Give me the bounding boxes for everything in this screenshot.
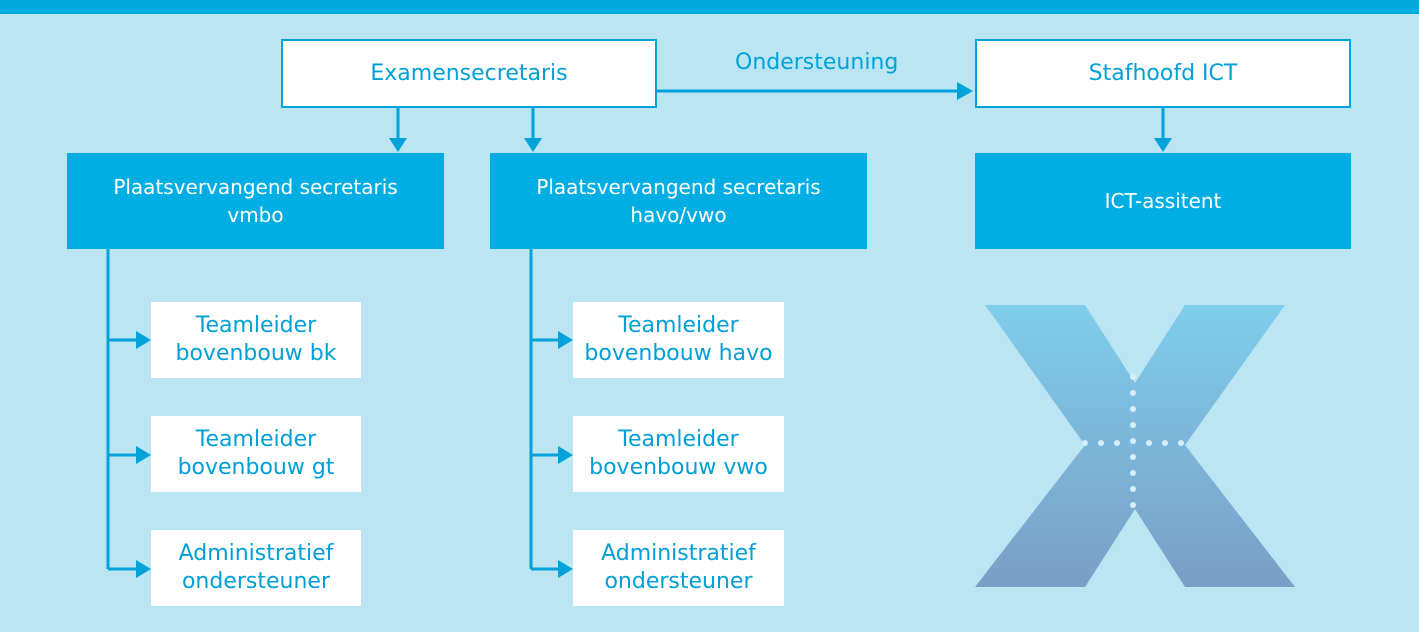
node-teamleider-bk: Teamleider bovenbouw bk [151, 302, 361, 378]
node-admin-havo-vwo: Administratief ondersteuner [573, 530, 784, 606]
node-examensecretaris-label: Examensecretaris [370, 60, 568, 86]
arrowhead-support [957, 82, 973, 100]
node-teamleider-havo-label: Teamleider bovenbouw havo [584, 313, 773, 366]
arrowhead-havo [524, 138, 542, 152]
top-accent-bar [0, 0, 1419, 14]
node-teamleider-vwo-label: Teamleider bovenbouw vwo [589, 427, 768, 480]
node-teamleider-bk-label: Teamleider bovenbouw bk [175, 313, 337, 366]
node-admin-havo-vwo-label: Administratief ondersteuner [601, 541, 756, 594]
node-ict-assistent-label: ICT-assitent [1104, 189, 1222, 213]
node-plv-havo-vwo-label: Plaatsvervangend secretaris havo/vwo [536, 175, 821, 227]
x-logo-icon [975, 305, 1295, 587]
node-teamleider-vwo: Teamleider bovenbouw vwo [573, 416, 784, 492]
node-plv-havo-vwo: Plaatsvervangend secretaris havo/vwo [490, 153, 867, 249]
node-stafhoofd-ict: Stafhoofd ICT [975, 39, 1351, 108]
edge-label-ondersteuning: Ondersteuning [735, 50, 899, 75]
arrowhead-havo-2 [558, 446, 573, 464]
arrowhead-vmbo-1 [136, 331, 151, 349]
node-teamleider-gt: Teamleider bovenbouw gt [151, 416, 361, 492]
node-teamleider-havo: Teamleider bovenbouw havo [573, 302, 784, 378]
node-plv-vmbo: Plaatsvervangend secretaris vmbo [67, 153, 444, 249]
node-admin-vmbo: Administratief ondersteuner [151, 530, 361, 606]
arrowhead-ict [1154, 138, 1172, 152]
arrowhead-vmbo [389, 138, 407, 152]
node-stafhoofd-ict-label: Stafhoofd ICT [1088, 60, 1238, 86]
node-plv-vmbo-label: Plaatsvervangend secretaris vmbo [113, 175, 398, 227]
arrowhead-vmbo-2 [136, 446, 151, 464]
arrowhead-vmbo-3 [136, 560, 151, 578]
node-admin-vmbo-label: Administratief ondersteuner [178, 541, 334, 594]
node-teamleider-gt-label: Teamleider bovenbouw gt [177, 427, 335, 480]
arrowhead-havo-1 [558, 331, 573, 349]
node-examensecretaris: Examensecretaris [281, 39, 657, 108]
node-ict-assistent: ICT-assitent [975, 153, 1351, 249]
arrowhead-havo-3 [558, 560, 573, 578]
